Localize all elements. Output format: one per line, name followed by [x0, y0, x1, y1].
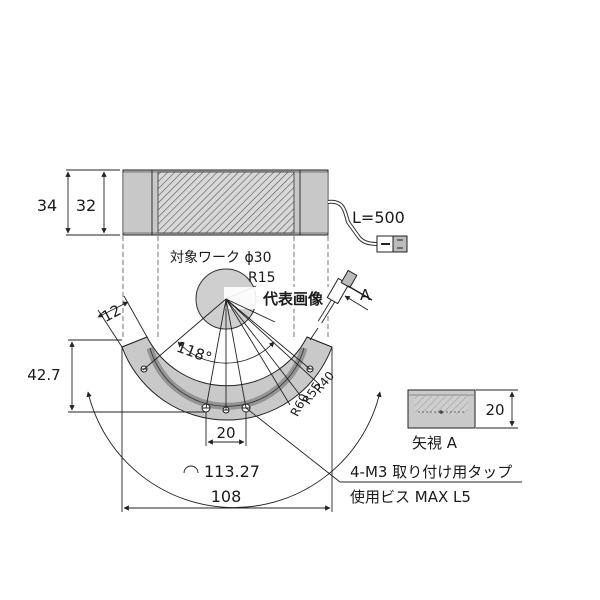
- plan-view: 118° R40 R55 R60 12 42.7 20 113.27 108: [27, 295, 382, 512]
- tap-note: 4-M3 取り付け用タップ: [350, 463, 512, 481]
- view-a-dim-20-label: 20: [485, 401, 504, 419]
- screw-note: 使用ビス MAX L5: [350, 488, 471, 506]
- watermark-box: [224, 287, 340, 309]
- arc-length-label: 113.27: [204, 462, 260, 481]
- arc-symbol: [183, 465, 199, 474]
- view-a-arrow-group: A: [309, 269, 373, 341]
- dim-32-label: 32: [76, 196, 96, 215]
- dim-12-label: 12: [99, 301, 124, 326]
- dim-34-label: 34: [37, 196, 57, 215]
- radius-r15-label: R15: [248, 270, 276, 286]
- cable-length-label: L=500: [352, 208, 405, 227]
- dim-20-holes-label: 20: [216, 424, 235, 442]
- notes: 4-M3 取り付け用タップ 使用ビス MAX L5: [245, 407, 522, 506]
- view-a-arrow: [344, 295, 369, 311]
- view-a-marker-label: A: [360, 286, 371, 304]
- top-view: 34 32 L=500: [37, 169, 408, 253]
- view-a: 20 矢視 A: [407, 389, 518, 452]
- watermark-text: 代表画像: [262, 290, 324, 308]
- dim-42-7-label: 42.7: [27, 366, 60, 384]
- view-a-label: 矢視 A: [412, 434, 458, 452]
- top-view-hatched-area: [157, 171, 295, 234]
- connector: [376, 235, 408, 253]
- dim-108-label: 108: [211, 487, 242, 506]
- dim-line-12: [97, 301, 129, 318]
- angle-arc-118: [177, 341, 275, 364]
- arc-body: [121, 336, 333, 421]
- angle-118-label: 118°: [174, 338, 214, 367]
- target-work: 対象ワーク ϕ30 R15 代表画像: [170, 250, 340, 330]
- target-work-label: 対象ワーク ϕ30: [170, 250, 272, 266]
